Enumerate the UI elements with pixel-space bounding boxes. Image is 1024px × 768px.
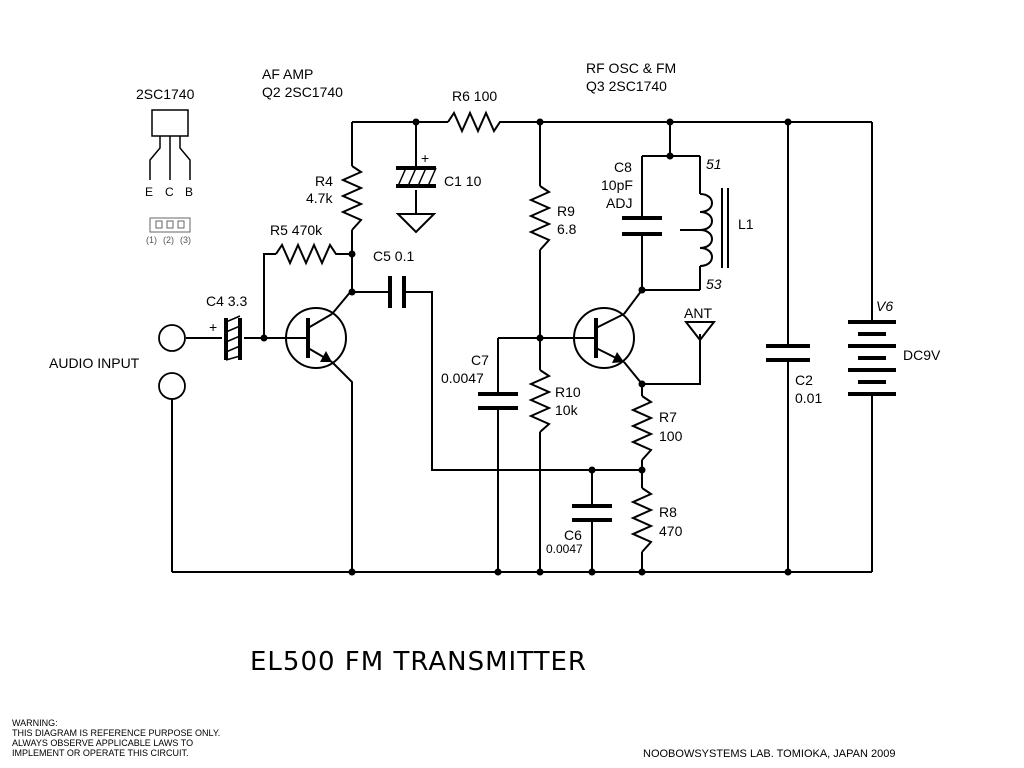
footprint-outline-icon xyxy=(149,217,191,233)
pin-b-lead xyxy=(179,136,191,180)
r10-value: 10k xyxy=(555,402,579,418)
r8-resistor: R8 470 xyxy=(630,487,683,553)
pin-e-lead xyxy=(149,136,161,180)
l1-inductor: L1 51 53 xyxy=(680,156,754,292)
antenna-icon xyxy=(683,321,717,342)
r10-label: R10 xyxy=(555,384,581,400)
r8-value: 470 xyxy=(659,523,683,539)
footprint-pad-3 xyxy=(177,220,185,229)
pin-b-label: B xyxy=(185,185,193,199)
svg-text:+: + xyxy=(209,319,217,335)
r9-resistor: R9 6.8 xyxy=(528,185,577,251)
footprint-pad-1 xyxy=(155,220,163,229)
r9-label: R9 xyxy=(557,203,575,219)
pin-number-1: (1) xyxy=(146,235,157,245)
c8-adj: ADJ xyxy=(606,195,632,211)
l1-top-marker: 51 xyxy=(706,156,722,172)
c7-capacitor: C7 0.0047 xyxy=(441,352,518,410)
antenna-label: ANT xyxy=(684,305,712,321)
credit-line: NOOBOWSYSTEMS LAB. TOMIOKA, JAPAN 2009 xyxy=(643,748,895,760)
svg-text:ALWAYS OBSERVE APPLICABLE LAWS: ALWAYS OBSERVE APPLICABLE LAWS TO xyxy=(12,738,193,748)
c5-label: C5 0.1 xyxy=(373,248,414,264)
c1-capacitor: + C1 10 xyxy=(395,150,482,234)
r7-label: R7 xyxy=(659,409,677,425)
svg-text:THIS DIAGRAM IS REFERENCE PURP: THIS DIAGRAM IS REFERENCE PURPOSE ONLY. xyxy=(12,728,220,738)
r4-value: 4.7k xyxy=(306,190,333,206)
r10-resistor: R10 10k xyxy=(528,369,581,433)
ground-icon xyxy=(395,213,437,234)
c4-capacitor: + C4 3.3 xyxy=(206,293,247,361)
r6-resistor: R6 100 xyxy=(447,88,506,134)
c5-capacitor: C5 0.1 xyxy=(373,248,414,308)
c4-label: C4 3.3 xyxy=(206,293,247,309)
r4-resistor: R4 4.7k xyxy=(306,165,364,231)
c2-label: C2 xyxy=(795,372,813,388)
antenna: ANT xyxy=(683,305,717,342)
l1-bottom-marker: 53 xyxy=(706,276,722,292)
c6-value: 0.0047 xyxy=(546,542,583,556)
c8-capacitor: C8 10pF ADJ xyxy=(601,159,662,236)
battery-voltage-label: DC9V xyxy=(903,347,941,363)
svg-text:IMPLEMENT OR OPERATE THIS CIRC: IMPLEMENT OR OPERATE THIS CIRCUIT. xyxy=(12,748,189,758)
r9-value: 6.8 xyxy=(557,221,577,237)
af-amp-transistor-label: Q2 2SC1740 xyxy=(262,84,343,100)
footprint-pad-2 xyxy=(166,220,174,229)
af-amp-heading: AF AMP xyxy=(262,66,313,82)
rf-osc-transistor-label: Q3 2SC1740 xyxy=(586,78,667,94)
audio-input-terminal-ground xyxy=(158,372,186,400)
battery: V6 DC9V xyxy=(848,298,941,396)
c8-value: 10pF xyxy=(601,177,633,193)
q2-transistor xyxy=(285,307,347,369)
c2-value: 0.01 xyxy=(795,390,822,406)
c6-label: C6 xyxy=(564,527,582,543)
r5-resistor: R5 470k xyxy=(270,222,342,266)
svg-text:+: + xyxy=(421,150,429,166)
r7-value: 100 xyxy=(659,428,683,444)
c8-label: C8 xyxy=(614,159,632,175)
battery-ref-label: V6 xyxy=(876,298,893,314)
c2-capacitor: C2 0.01 xyxy=(766,344,822,406)
c6-capacitor: C6 0.0047 xyxy=(546,504,612,556)
r4-label: R4 xyxy=(315,173,333,189)
warning-notice: WARNING: THIS DIAGRAM IS REFERENCE PURPO… xyxy=(12,718,220,758)
svg-text:WARNING:: WARNING: xyxy=(12,718,58,728)
pinout-part-label: 2SC1740 xyxy=(136,86,195,102)
r5-label: R5 470k xyxy=(270,222,323,238)
q3-transistor xyxy=(573,307,635,369)
c1-label: C1 10 xyxy=(444,173,482,189)
r6-label: R6 100 xyxy=(452,88,497,104)
c7-label: C7 xyxy=(471,352,489,368)
rf-osc-heading: RF OSC & FM xyxy=(586,60,676,76)
junction-dots xyxy=(260,118,792,576)
diagram-title: EL500 FM TRANSMITTER xyxy=(250,647,587,677)
audio-input-label: AUDIO INPUT xyxy=(49,355,140,371)
l1-label: L1 xyxy=(738,216,754,232)
c7-value: 0.0047 xyxy=(441,370,484,386)
pinout-inset: 2SC1740 E C B (1) (2) (3) xyxy=(136,86,195,245)
r7-resistor: R7 100 xyxy=(630,395,683,461)
audio-input-terminal-signal xyxy=(158,324,186,352)
pin-e-label: E xyxy=(145,185,153,199)
pin-number-3: (3) xyxy=(180,235,191,245)
pin-c-label: C xyxy=(165,185,174,199)
transistor-package-icon xyxy=(151,109,189,137)
pin-number-2: (2) xyxy=(163,235,174,245)
r8-label: R8 xyxy=(659,504,677,520)
